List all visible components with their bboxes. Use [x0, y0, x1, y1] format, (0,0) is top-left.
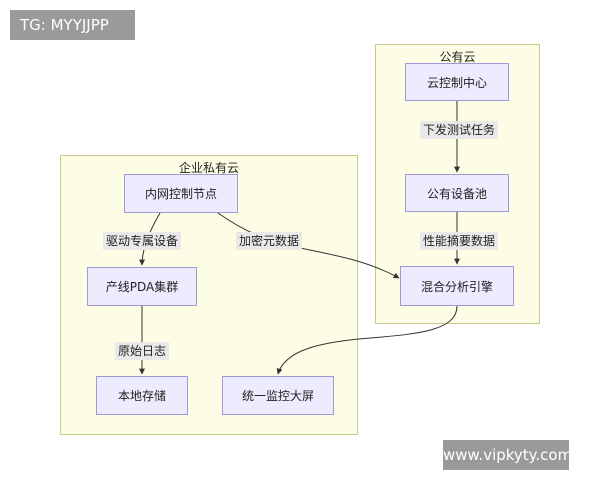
- node-intranet-control: 内网控制节点: [124, 174, 238, 213]
- edge-label-perf-summary: 性能摘要数据: [420, 232, 499, 250]
- watermark-bottom: www.vipkyty.com: [443, 440, 572, 470]
- edge-label-issue-tasks: 下发测试任务: [420, 121, 499, 139]
- node-public-device-pool: 公有设备池: [405, 174, 509, 212]
- cluster-title-public: 公有云: [439, 50, 476, 64]
- node-pda-cluster: 产线PDA集群: [87, 267, 197, 306]
- cluster-title-private: 企业私有云: [178, 161, 239, 175]
- edge-label-drive-devices: 驱动专属设备: [103, 232, 182, 250]
- edge-label-raw-logs: 原始日志: [115, 342, 170, 360]
- edge-label-encrypt-meta: 加密元数据: [236, 232, 303, 250]
- node-unified-screen: 统一监控大屏: [222, 376, 334, 415]
- edge-engine-to-screen: [276, 305, 458, 375]
- watermark-top: TG: MYYJJPP: [10, 10, 135, 40]
- node-cloud-control-center: 云控制中心: [405, 63, 509, 101]
- node-local-storage: 本地存储: [96, 376, 188, 415]
- node-hybrid-analysis-engine: 混合分析引擎: [400, 266, 514, 306]
